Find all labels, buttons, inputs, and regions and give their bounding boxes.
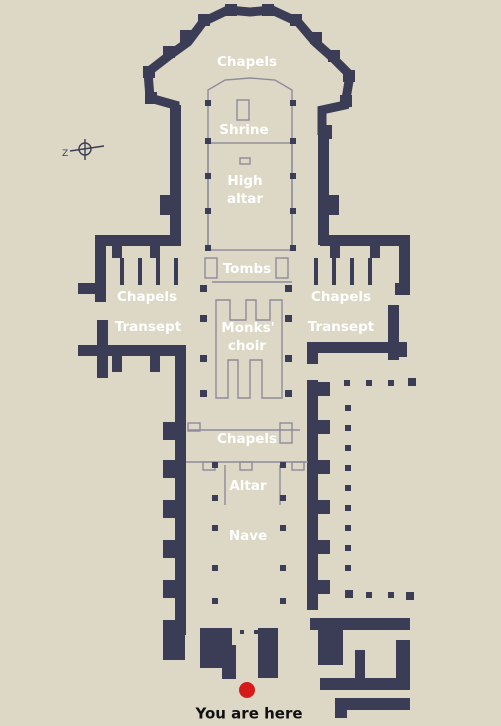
label-chapels-east: Chapels [216, 54, 278, 71]
north-transept-walls [78, 235, 186, 385]
apse-walls [143, 5, 355, 200]
label-chapels-south: Chapels [310, 289, 372, 306]
label-nave: Nave [228, 528, 268, 545]
compass-letter: Z [62, 149, 68, 159]
west-front-walls [200, 618, 410, 718]
cloister-piers [344, 378, 416, 600]
south-transept-walls [307, 235, 410, 364]
nave-walls [163, 345, 330, 660]
label-altar: Altar [229, 478, 267, 495]
label-high-altar-line2: altar [227, 191, 263, 208]
label-monks-choir-line1: Monks' [221, 320, 275, 337]
compass-icon [69, 139, 105, 160]
interior-outlines [186, 77, 308, 505]
label-chapels-west: Chapels [216, 431, 278, 448]
label-transept-south: Transept [307, 319, 375, 336]
label-shrine: Shrine [219, 122, 269, 139]
north-chapel-dividers [120, 258, 178, 285]
label-tombs: Tombs [222, 261, 272, 278]
label-you-are-here: You are here [195, 704, 303, 723]
label-high-altar-line1: High [227, 173, 263, 190]
label-transept-north: Transept [114, 319, 182, 336]
south-chapel-dividers [314, 258, 372, 285]
interior-piers [200, 100, 296, 634]
you-are-here-marker-icon [239, 682, 255, 698]
label-monks-choir-line2: choir [227, 338, 267, 355]
label-chapels-north: Chapels [116, 289, 178, 306]
choir-walls [160, 105, 339, 245]
